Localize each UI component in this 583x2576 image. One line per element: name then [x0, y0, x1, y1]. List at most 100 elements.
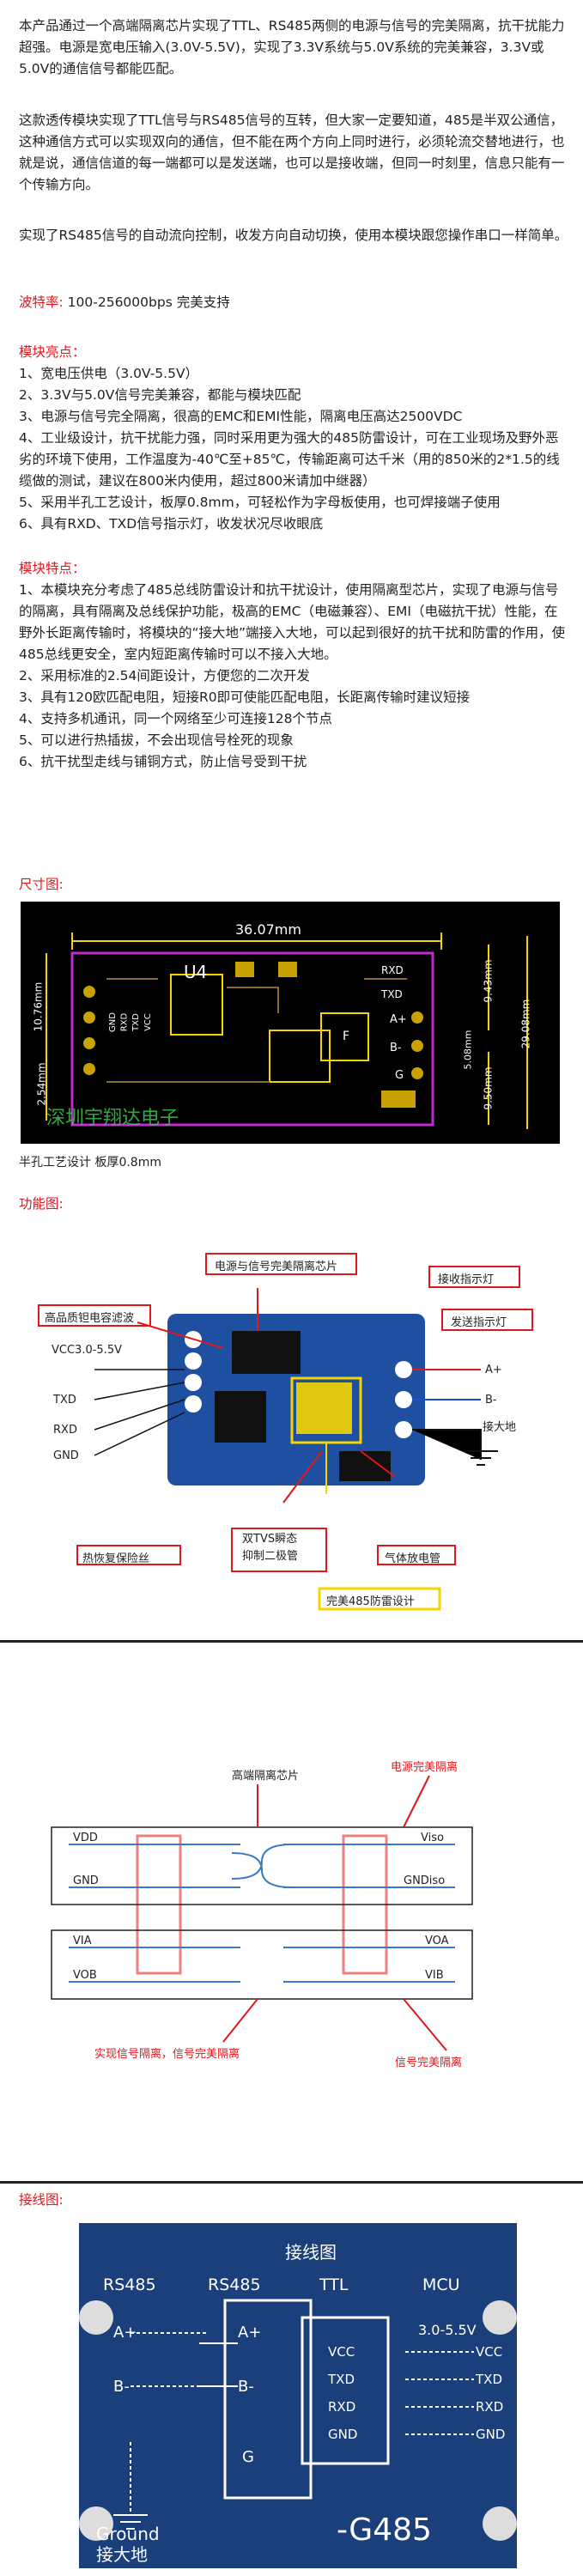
b-minus-silkscreen: B- [390, 1042, 402, 1054]
iso-gnd: GND [73, 1874, 99, 1887]
function-diagram: 电源与信号完美隔离芯片 高品质钽电容滤波 接收指示灯 发送指示灯 VCC3.0-… [0, 1219, 583, 1631]
pin-vcc: VCC [143, 1013, 153, 1031]
wiring-ttl: TTL [319, 2275, 349, 2294]
wiring-diagram: 接线图 RS485 RS485 TTL MCU A+ A+ B- B- G 3.… [79, 2223, 517, 2568]
wiring-g: G [242, 2448, 254, 2466]
isolation-graphic [51, 1775, 473, 2051]
label-gdt: 气体放电管 [385, 1552, 441, 1565]
baud-rate-value: 100-256000bps 完美支持 [67, 295, 230, 310]
dimension-title: 尺寸图: [19, 877, 64, 892]
iso-signal-label: 信号完美隔离 [395, 2057, 463, 2069]
label-b-minus: B- [485, 1394, 497, 1406]
highlight-item: 3、电源与信号完全隔离，很高的EMC和EMI性能，隔离电压高达2500VDC [19, 409, 463, 424]
label-gnd: GND [53, 1449, 79, 1462]
isolation-diagram: 高端隔离芯片 电源完美隔离 信号完美隔离 实现信号隔离，信号完美隔离 VDD G… [0, 1656, 583, 2179]
wiring-b-minus-board: B- [238, 2378, 254, 2396]
iso-voa: VOA [425, 1935, 449, 1947]
a-plus-silkscreen: A+ [390, 1013, 407, 1026]
chip-label: U4 [184, 962, 208, 982]
highlights-list: 1、宽电压供电（3.0V-5.5V） 2、3.3V与5.0V信号完美兼容，都能与… [19, 363, 568, 535]
intro-paragraph-3: 实现了RS485信号的自动流向控制，收发方向自动切换，使用本模块跟您操作串口一样… [19, 228, 568, 243]
section-divider [0, 2181, 583, 2184]
wiring-mcu-vcc: VCC [476, 2344, 503, 2360]
g-silkscreen: G [395, 1069, 404, 1082]
left-height-label: 10.76mm [32, 981, 45, 1032]
label-rx-led: 接收指示灯 [438, 1273, 495, 1286]
right-bottom-label: 9.50mm [482, 1066, 495, 1110]
wiring-rs485-mid: RS485 [208, 2275, 261, 2294]
feature-item: 2、采用标准的2.54间距设计，方便您的二次开发 [19, 668, 310, 683]
iso-viso: Viso [421, 1832, 444, 1844]
highlight-item: 6、具有RXD、TXD信号指示灯，收发状况尽收眼底 [19, 516, 324, 532]
label-vcc: VCC3.0-5.5V [52, 1344, 122, 1357]
label-isolation-chip: 电源与信号完美隔离芯片 [215, 1261, 338, 1273]
wiring-mcu: MCU [422, 2275, 460, 2294]
intro-paragraph-2: 这款透传模块实现了TTL信号与RS485信号的互转，但大家一定要知道，485是半… [19, 112, 565, 192]
wiring-graphic [79, 2299, 517, 2541]
wiring-pin-txd: TXD [328, 2372, 355, 2387]
wiring-a-plus-board: A+ [238, 2324, 262, 2342]
label-tantalum-cap: 高品质钽电容滤波 [45, 1312, 135, 1325]
right-top-label: 9.43mm [482, 959, 495, 1003]
label-tx-led: 发送指示灯 [451, 1316, 507, 1329]
label-tvs: 双TVS瞬态 抑制二极管 [242, 1533, 299, 1563]
feature-item: 5、可以进行热插拔，不会出现信号栓死的现象 [19, 732, 294, 748]
highlight-item: 5、采用半孔工艺设计，板厚0.8mm，可轻松作为字母板使用，也可焊接端子使用 [19, 495, 501, 510]
feature-item: 3、具有120欧匹配电阻，短接R0即可使能匹配电阻，长距离传输时建议短接 [19, 690, 471, 705]
wiring-model: -G485 [337, 2512, 432, 2548]
wiring-pin-gnd: GND [328, 2427, 358, 2442]
label-earth: 接大地 [483, 1421, 517, 1434]
pcb-outline-graphic [46, 933, 528, 1129]
wiring-b-minus-left: B- [113, 2378, 130, 2396]
iso-via: VIA [73, 1935, 92, 1947]
right-mid-label: 5.08mm [462, 1030, 474, 1070]
iso-power-label: 电源完美隔离 [391, 1761, 459, 1774]
wiring-board-title: 接线图 [285, 2242, 337, 2263]
wiring-mcu-txd: TXD [476, 2372, 502, 2387]
wiring-pin-rxd: RXD [328, 2399, 356, 2415]
txd-silkscreen: TXD [381, 988, 403, 1000]
wiring-mcu-gnd: GND [476, 2427, 506, 2442]
iso-gndiso: GNDiso [404, 1874, 446, 1887]
iso-vib: VIB [425, 1969, 444, 1982]
iso-ttl-rs485-label: 实现信号隔离，信号完美隔离 [94, 2048, 240, 2061]
wiring-pin-vcc: VCC [328, 2344, 355, 2360]
baud-rate-label: 波特率: [19, 295, 64, 310]
function-title: 功能图: [19, 1196, 64, 1212]
watermark-text: 深圳宇翔达电子 [46, 1108, 179, 1129]
rxd-silkscreen: RXD [381, 964, 404, 976]
iso-vdd: VDD [73, 1832, 98, 1844]
label-txd: TXD [53, 1394, 76, 1406]
highlight-item: 4、工业级设计，抗干扰能力强，同时采用更为强大的485防雷设计，可在工业现场及野… [19, 430, 560, 489]
feature-item: 1、本模块充分考虑了485总线防雷设计和抗干扰设计，使用隔离型芯片，实现了电源与… [19, 582, 566, 662]
highlights-title: 模块亮点： [19, 344, 86, 360]
iso-chip-title: 高端隔离芯片 [232, 1770, 300, 1783]
baud-rate-line: 波特率: 100-256000bps 完美支持 [19, 292, 568, 313]
label-fuse: 热恢复保险丝 [82, 1552, 150, 1565]
dimension-drawing: 36.07mm 10.76mm 2.54mm 9.43mm 5.08mm 29.… [21, 902, 560, 1144]
dimension-caption: 半孔工艺设计 板厚0.8mm [19, 1156, 161, 1170]
wiring-ground-cn: 接大地 [96, 2544, 148, 2565]
label-a-plus: A+ [485, 1364, 502, 1376]
highlight-item: 2、3.3V与5.0V信号完美兼容，都能与模块匹配 [19, 387, 301, 403]
right-total-label: 29.08mm [519, 999, 532, 1049]
width-dimension-label: 36.07mm [235, 921, 301, 938]
wiring-voltage-range: 3.0-5.5V [418, 2322, 477, 2338]
iso-vob: VOB [73, 1969, 97, 1982]
section-divider [0, 1640, 583, 1643]
label-rxd: RXD [53, 1424, 77, 1437]
wiring-rs485-left: RS485 [103, 2275, 156, 2294]
label-lightning: 完美485防雷设计 [326, 1595, 415, 1608]
f-silkscreen: F [343, 1030, 350, 1043]
wiring-title: 接线图: [19, 2192, 64, 2208]
function-board-graphic [38, 1253, 533, 1611]
wiring-mcu-rxd: RXD [476, 2399, 504, 2415]
wiring-a-plus-left: A+ [113, 2324, 137, 2342]
wiring-ground-en: Ground [96, 2524, 160, 2544]
features-list: 1、本模块充分考虑了485总线防雷设计和抗干扰设计，使用隔离型芯片，实现了电源与… [19, 580, 568, 773]
feature-item: 4、支持多机通讯，同一个网络至少可连接128个节点 [19, 711, 332, 726]
features-title: 模块特点： [19, 561, 86, 576]
left-pitch-label: 2.54mm [35, 1062, 48, 1106]
highlight-item: 1、宽电压供电（3.0V-5.5V） [19, 366, 199, 381]
intro-paragraph-1: 本产品通过一个高端隔离芯片实现了TTL、RS485两侧的电源与信号的完美隔离，抗… [19, 18, 565, 76]
